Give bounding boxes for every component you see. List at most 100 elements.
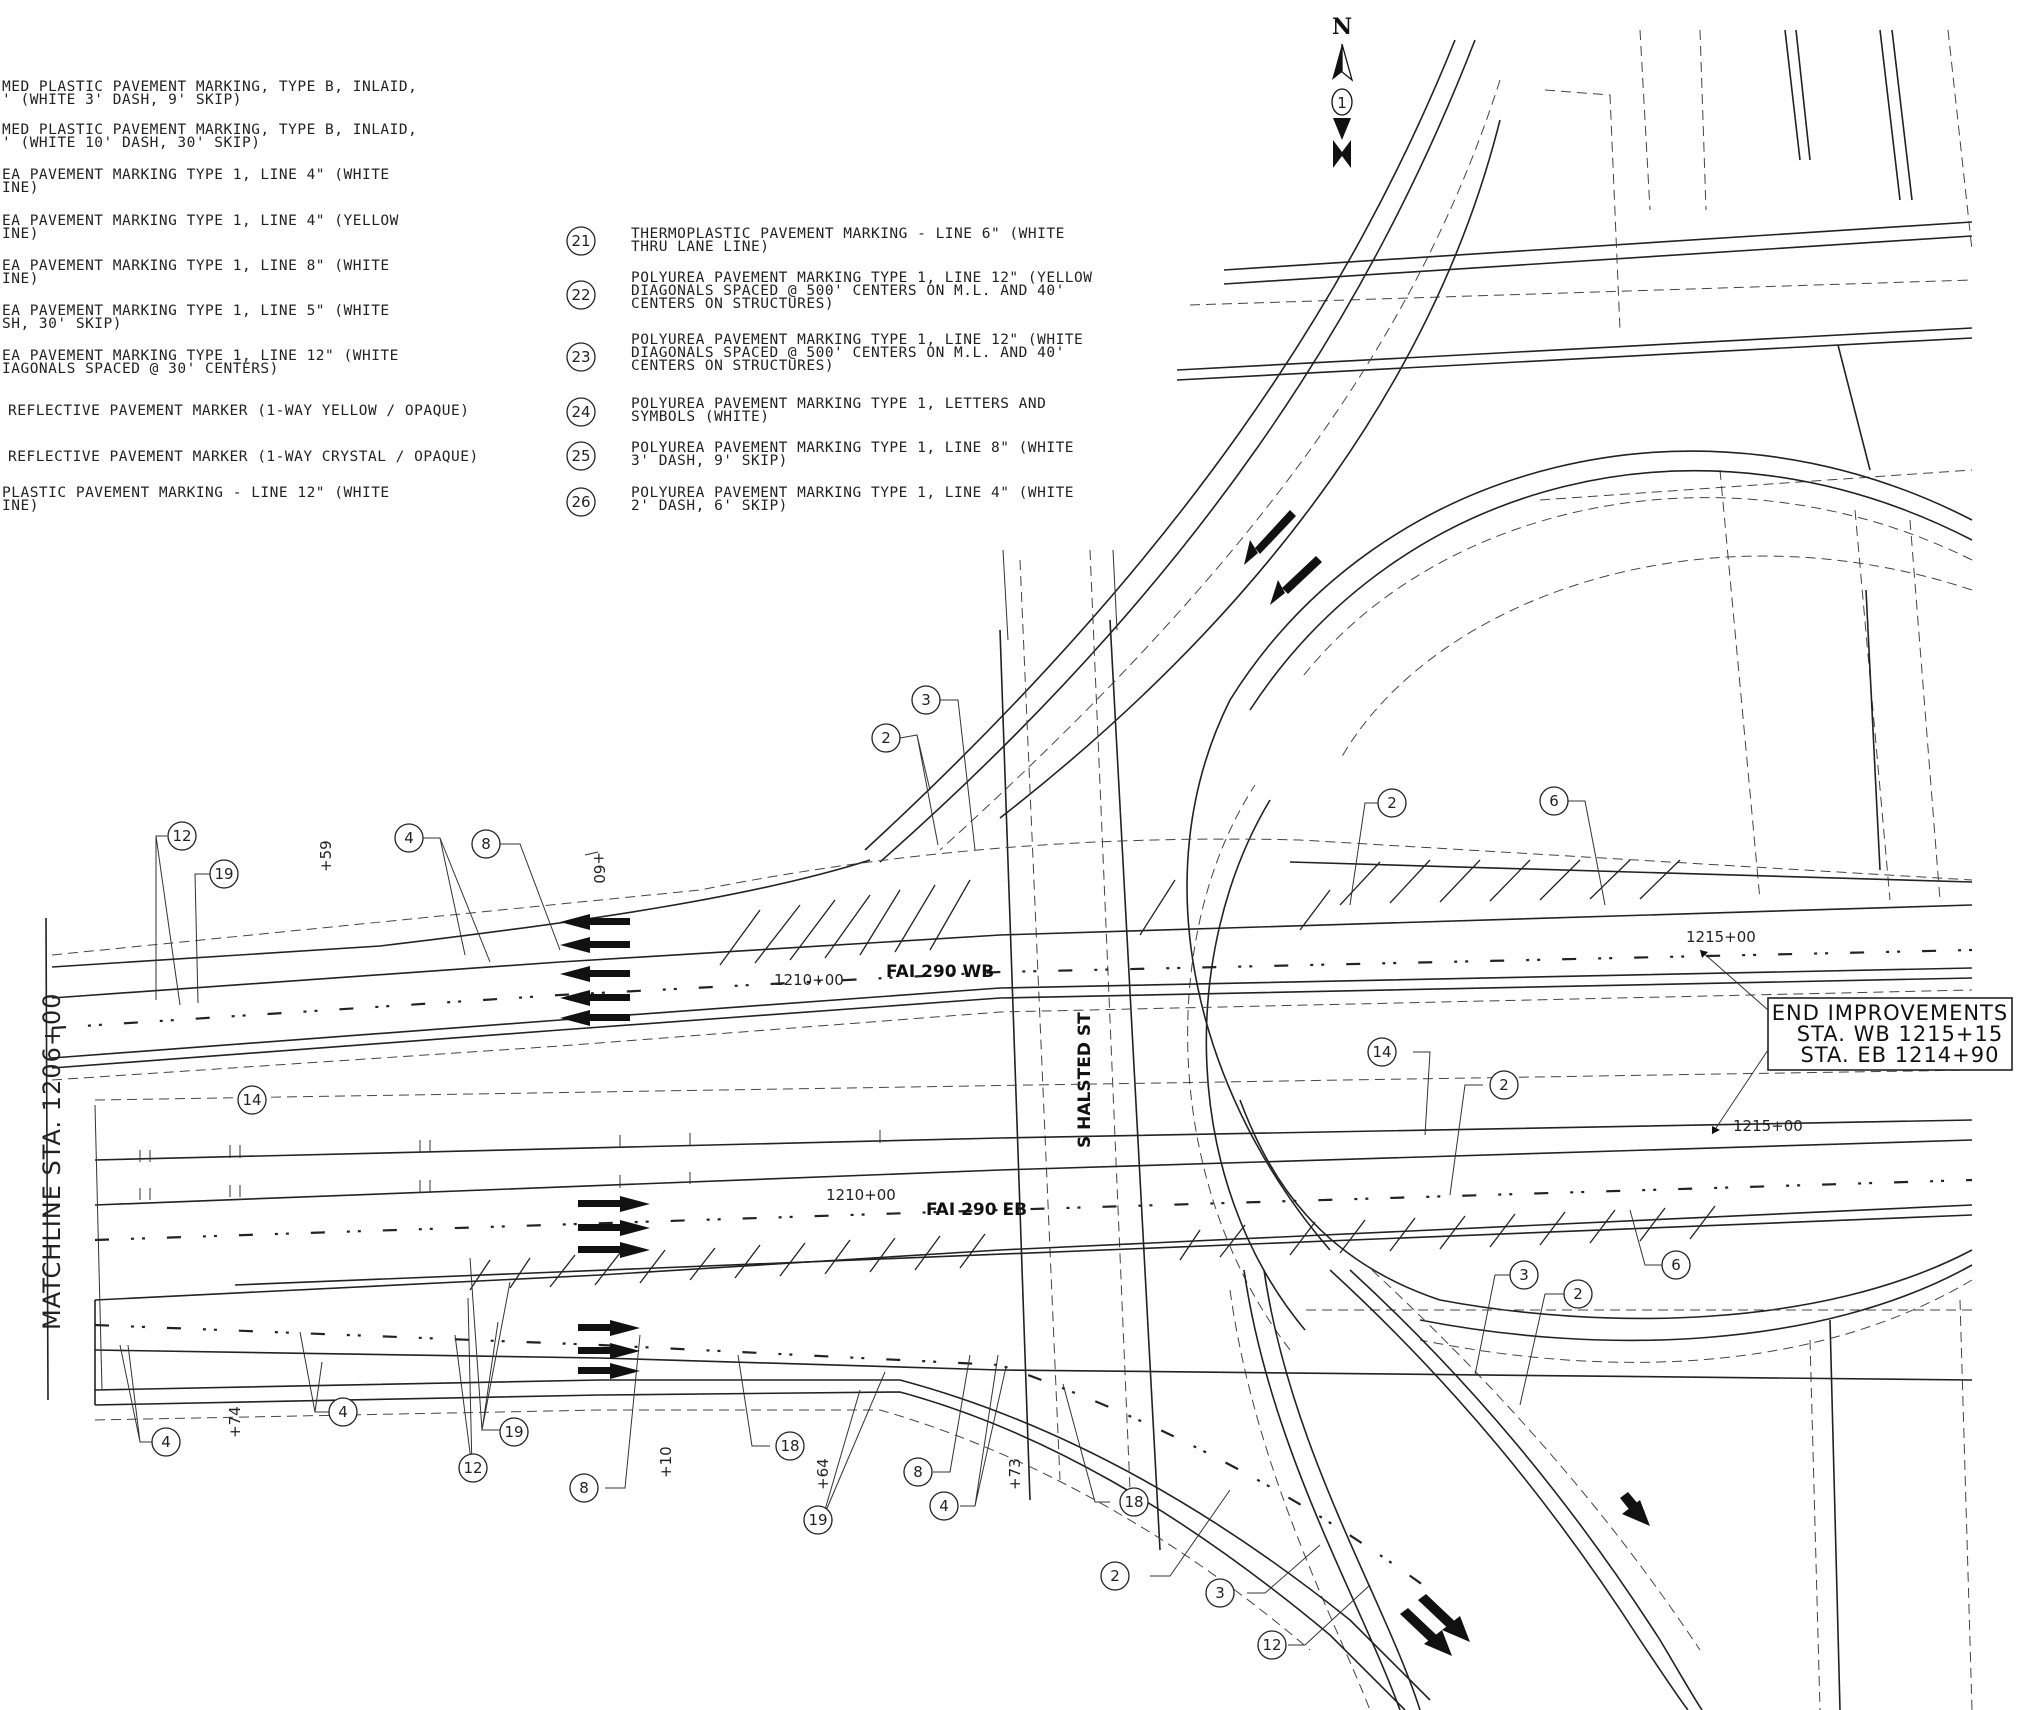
fai-290-wb-roadway: FAI 290 WB 1210+00 1215+00 +59 +60	[51, 510, 1973, 1081]
station-plus-73: +73	[1006, 1458, 1024, 1490]
station-wb-1215: 1215+00	[1686, 928, 1756, 946]
background-linework	[864, 29, 1973, 1710]
legend-num-26: 26	[571, 493, 590, 511]
end-box-line1: END IMPROVEMENTS	[1772, 1001, 2008, 1025]
end-box-line3: STA. EB 1214+90	[1801, 1043, 2000, 1067]
legend-num-23: 23	[571, 348, 590, 366]
legend-num-25-circle	[566, 441, 596, 471]
callout-3-bottom: 3	[1215, 1584, 1225, 1602]
road-label-fai-290-eb: FAI 290 EB	[926, 1200, 1027, 1220]
north-arrow: N 1	[1331, 14, 1354, 168]
station-plus-74: +74	[226, 1406, 244, 1438]
north-letter: N	[1332, 14, 1352, 40]
legend-left-6-line1: EA PAVEMENT MARKING TYPE 1, LINE 5" (WHI…	[2, 303, 390, 319]
legend-left-3-line2: INE)	[2, 180, 39, 196]
callout-14-right: 14	[1372, 1043, 1391, 1061]
legend-num-24: 24	[571, 403, 590, 421]
callout-2-wb-gore: 2	[1387, 794, 1397, 812]
station-eb-1215: 1215+00	[1733, 1117, 1803, 1135]
legend-num-21: 21	[571, 232, 590, 250]
callout-14-left: 14	[242, 1091, 261, 1109]
station-plus-10: +10	[657, 1446, 675, 1478]
legend-21-line2: THRU LANE LINE)	[631, 239, 769, 255]
station-plus-64: +64	[814, 1458, 832, 1490]
legend-left-2-line1: MED PLASTIC PAVEMENT MARKING, TYPE B, IN…	[2, 122, 417, 138]
callout-2-loop: 2	[1573, 1285, 1583, 1303]
eb-lane-arrow-icon	[578, 1196, 650, 1212]
callout-2-eb: 2	[1499, 1076, 1509, 1094]
callout-2: 2	[881, 729, 891, 747]
legend-24-line1: POLYUREA PAVEMENT MARKING TYPE 1, LETTER…	[631, 396, 1046, 412]
callout-2-bottom: 2	[1110, 1567, 1120, 1585]
legend-left-7-line1: EA PAVEMENT MARKING TYPE 1, LINE 12" (WH…	[2, 348, 399, 364]
callout-6: 6	[1549, 792, 1559, 810]
legend-23-line2: DIAGONALS SPACED @ 500' CENTERS ON M.L. …	[631, 345, 1065, 361]
callout-19: 19	[214, 865, 233, 883]
legend-left-7-line2: IAGONALS SPACED @ 30' CENTERS)	[2, 361, 279, 377]
station-eb-1210: 1210+00	[826, 1186, 896, 1204]
end-improvements-box: END IMPROVEMENTS STA. WB 1215+15 STA. EB…	[1699, 949, 2013, 1135]
legend-num-21-circle	[566, 226, 596, 256]
legend-22-line1: POLYUREA PAVEMENT MARKING TYPE 1, LINE 1…	[631, 270, 1093, 286]
callout-4-mid: 4	[338, 1403, 348, 1421]
legend-left-4-line2: INE)	[2, 226, 39, 242]
wb-lane-arrow-icon	[560, 914, 630, 930]
legend-left-2-line2: ' (WHITE 10' DASH, 30' SKIP)	[2, 135, 260, 151]
north-route-number: 1	[1337, 94, 1347, 112]
legend-num-25: 25	[571, 447, 590, 465]
road-label-s-halsted: S HALSTED ST	[1075, 1012, 1095, 1148]
legend-left-9-line1: REFLECTIVE PAVEMENT MARKER (1-WAY CRYSTA…	[8, 449, 479, 465]
legend-left-4-line1: EA PAVEMENT MARKING TYPE 1, LINE 4" (YEL…	[2, 213, 399, 229]
callout-3-loop: 3	[1519, 1266, 1529, 1284]
callout-3: 3	[921, 691, 931, 709]
legend-left-5-line2: INE)	[2, 271, 39, 287]
legend-left-5-line1: EA PAVEMENT MARKING TYPE 1, LINE 8" (WHI…	[2, 258, 390, 274]
legend-left-1-line1: MED PLASTIC PAVEMENT MARKING, TYPE B, IN…	[2, 79, 417, 95]
callout-4-left: 4	[161, 1433, 171, 1451]
callout-12-bottom: 12	[1262, 1636, 1281, 1654]
callout-6-eb: 6	[1671, 1256, 1681, 1274]
legend-num-24-circle	[566, 397, 596, 427]
legend-right: 21 THERMOPLASTIC PAVEMENT MARKING - LINE…	[566, 226, 1093, 517]
legend-left-10-line2: INE)	[2, 498, 39, 514]
end-box-line2: STA. WB 1215+15	[1797, 1022, 2003, 1046]
legend-23-line3: CENTERS ON STRUCTURES)	[631, 358, 834, 374]
legend-22-line3: CENTERS ON STRUCTURES)	[631, 296, 834, 312]
legend-25-line1: POLYUREA PAVEMENT MARKING TYPE 1, LINE 8…	[631, 440, 1074, 456]
matchline: MATCHLINE STA. 1206+00	[38, 917, 66, 1401]
callout-leaders	[119, 699, 1662, 1646]
callout-19-bottom: 19	[808, 1511, 827, 1529]
matchline-label: MATCHLINE STA. 1206+00	[38, 992, 66, 1330]
legend-25-line2: 3' DASH, 9' SKIP)	[631, 453, 788, 469]
legend-num-26-circle	[566, 487, 596, 517]
legend-24-line2: SYMBOLS (WHITE)	[631, 409, 769, 425]
callout-8-bottom: 8	[913, 1463, 923, 1481]
callout-4-bottom: 4	[939, 1497, 949, 1515]
callout-4: 4	[404, 829, 414, 847]
north-arrow-icon	[1332, 44, 1342, 80]
legend-num-22-circle	[566, 280, 596, 310]
callout-12-mid: 12	[463, 1459, 482, 1477]
legend-num-23-circle	[566, 342, 596, 372]
callout-12: 12	[172, 827, 191, 845]
legend-23-line1: POLYUREA PAVEMENT MARKING TYPE 1, LINE 1…	[631, 332, 1083, 348]
legend-22-line2: DIAGONALS SPACED @ 500' CENTERS ON M.L. …	[631, 283, 1065, 299]
legend-left-8-line1: REFLECTIVE PAVEMENT MARKER (1-WAY YELLOW…	[8, 403, 470, 419]
callout-18-bottom: 18	[1124, 1493, 1143, 1511]
legend-left-10-line1: PLASTIC PAVEMENT MARKING - LINE 12" (WHI…	[2, 485, 390, 501]
legend-left-3-line1: EA PAVEMENT MARKING TYPE 1, LINE 4" (WHI…	[2, 167, 390, 183]
station-wb-1210: 1210+00	[774, 971, 844, 989]
legend-26-line2: 2' DASH, 6' SKIP)	[631, 498, 788, 514]
legend-left-1-line2: ' (WHITE 3' DASH, 9' SKIP)	[2, 92, 242, 108]
callout-12-circle	[167, 821, 197, 851]
legend-21-line1: THERMOPLASTIC PAVEMENT MARKING - LINE 6"…	[631, 226, 1065, 242]
callout-18: 18	[780, 1437, 799, 1455]
legend-num-22: 22	[571, 286, 590, 304]
station-plus-59: +59	[317, 840, 335, 872]
callout-8: 8	[481, 835, 491, 853]
legend-26-line1: POLYUREA PAVEMENT MARKING TYPE 1, LINE 4…	[631, 485, 1074, 501]
fai-290-eb-roadway: FAI 290 EB 1210+00 1215+00 +74 +10 +64 +…	[94, 1069, 1973, 1710]
road-label-fai-290-wb: FAI 290 WB	[886, 962, 994, 982]
callouts: 12 19 4 8 2 3 2 6 14 14 2 6 3 2 4 4 19 1…	[151, 685, 1691, 1660]
